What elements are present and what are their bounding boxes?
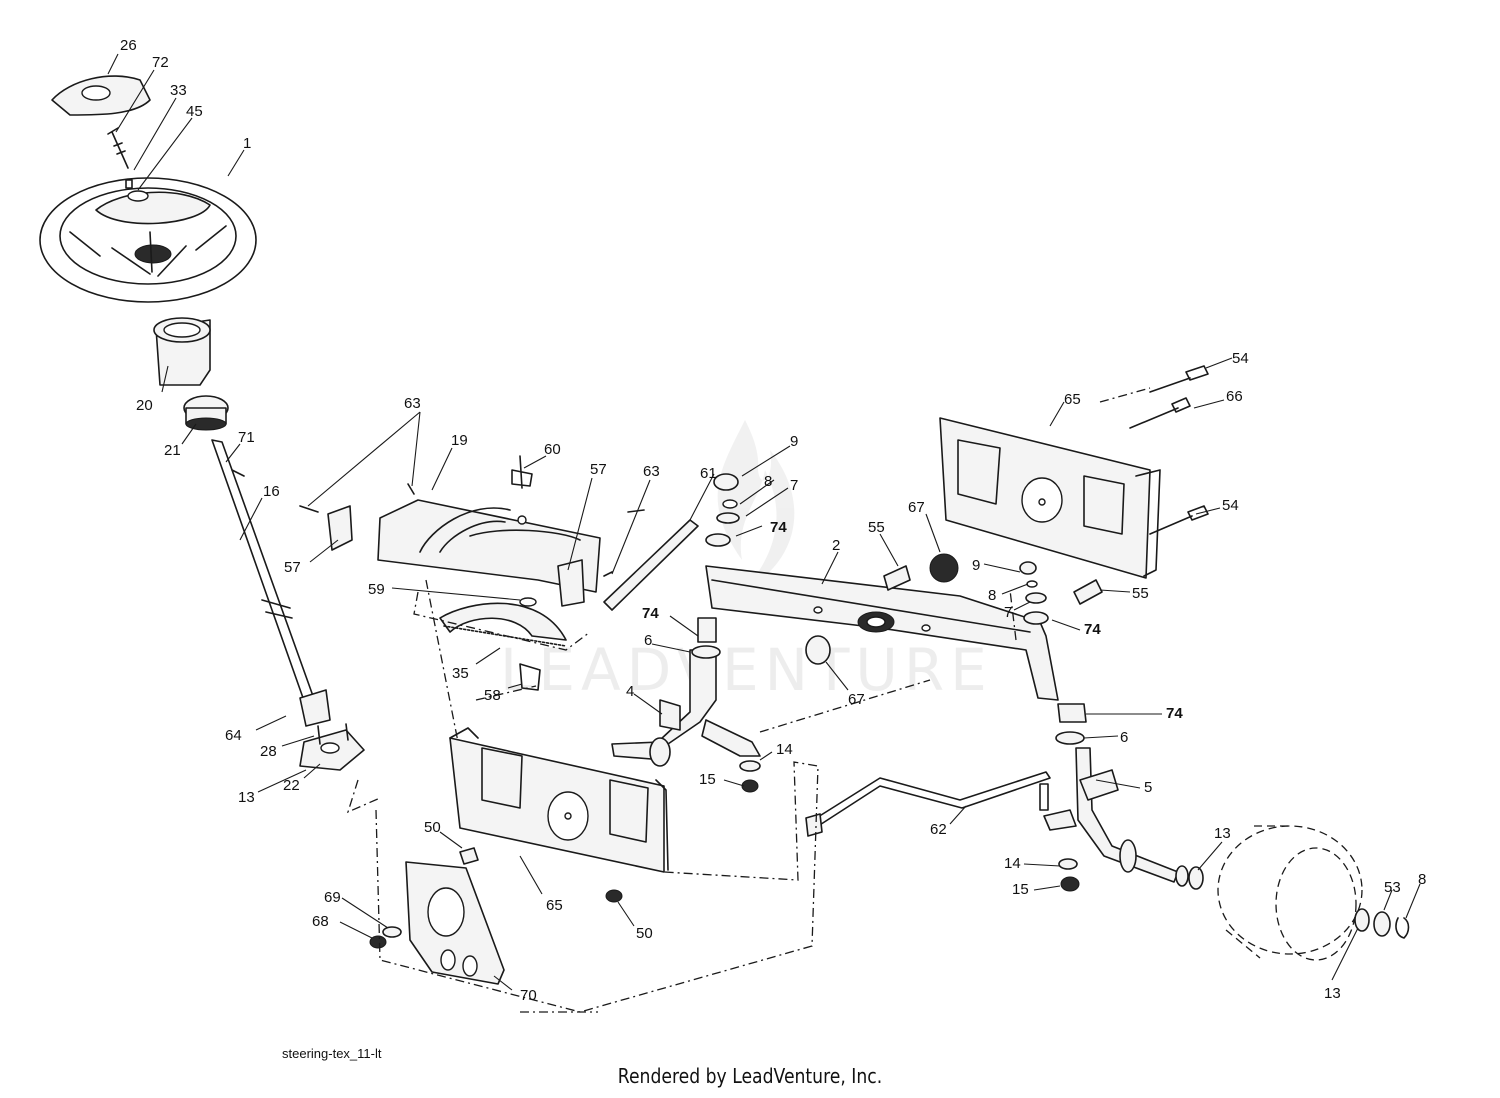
callout-label: 66 [1226,388,1243,405]
callout-label: 13 [1324,985,1341,1002]
callout-label: 14 [1004,855,1021,872]
callout-leaders [107,53,1421,991]
assembly-dash-box [375,387,1151,1013]
steering-column-boot [153,317,211,386]
callout-label: 57 [284,559,301,576]
callout-label: 26 [120,37,137,54]
callout-label: 59 [368,581,385,598]
steering-gear-bushing [183,395,229,431]
callout-label: 16 [263,483,280,500]
callout-label: 9 [790,433,798,450]
cap-screw [107,127,129,169]
callout-label: 45 [186,103,203,120]
bracket-bolts-rear [1129,365,1209,535]
spindle-left [611,649,761,767]
callout-label: 4 [626,683,634,700]
bracket-guard [405,861,505,985]
axle-support-bracket-rear [939,417,1161,579]
callout-label: 1 [243,135,251,152]
callout-label: 74 [1166,705,1183,722]
axle-pivot-pins [805,553,1103,665]
tie-rod [805,771,1051,837]
callout-label: 58 [484,687,501,704]
callout-label: 14 [776,741,793,758]
callout-label: 21 [164,442,181,459]
callout-label: 8 [1418,871,1426,888]
callout-label: 8 [988,587,996,604]
steering-wheel-cap [51,75,151,116]
callout-label: 19 [451,432,468,449]
callout-label: 69 [324,889,341,906]
callout-label: 6 [1120,729,1128,746]
callout-label: 8 [764,473,772,490]
callout-label: 74 [770,519,787,536]
callout-label: 63 [643,463,660,480]
callout-label: 65 [1064,391,1081,408]
callout-label: 2 [832,537,840,554]
spindle-left-washers [691,473,761,793]
callout-label: 54 [1222,497,1239,514]
callout-label: 22 [283,777,300,794]
callout-label: 64 [225,727,242,744]
spindle-right [1043,747,1204,892]
callout-labels: 26 72 33 45 1 20 21 71 16 64 28 13 22 63… [120,37,1426,1004]
watermark-text: LEADVENTURE [500,636,993,704]
callout-label: 7 [790,477,798,494]
callout-label: 53 [1384,879,1401,896]
callout-label: 35 [452,665,469,682]
wheel-retainers [1354,908,1410,939]
diagram-code-label: steering-tex_11-lt [282,1046,382,1061]
callout-label: 61 [700,465,717,482]
watermark: LEADVENTURE [500,420,993,704]
footer-credit: Rendered by LeadVenture, Inc. [617,1064,883,1088]
callout-label: 55 [1132,585,1149,602]
steering-wheel [39,177,257,303]
callout-label: 74 [642,605,659,622]
callout-label: 63 [404,395,421,412]
right-spindle-washers [1019,561,1087,745]
callout-label: 71 [238,429,255,446]
callout-label: 67 [908,499,925,516]
callout-label: 28 [260,743,277,760]
steering-shaft [211,439,331,727]
callout-label: 55 [868,519,885,536]
callout-label: 50 [636,925,653,942]
plate-fasteners [299,455,645,691]
plate-dash-outline [413,591,591,701]
callout-label: 15 [699,771,716,788]
callout-label: 5 [1144,779,1152,796]
front-wheel [1217,825,1363,961]
sector-gear [439,597,567,647]
callout-label: 74 [1084,621,1101,638]
callout-label: 13 [238,789,255,806]
bracket-nuts-front [369,847,623,949]
callout-label: 72 [152,54,169,71]
callout-label: 9 [972,557,980,574]
callout-label: 50 [424,819,441,836]
callout-label: 15 [1012,881,1029,898]
callout-label: 70 [520,987,537,1004]
callout-label: 65 [546,897,563,914]
axle-support-bracket-front [449,727,669,873]
callout-label: 7 [1004,604,1012,621]
callout-label: 60 [544,441,561,458]
callout-label: 20 [136,397,153,414]
column-dash-lines [346,579,461,814]
callout-label: 13 [1214,825,1231,842]
callout-label: 68 [312,913,329,930]
callout-label: 54 [1232,350,1249,367]
shaft-bearing-flange [299,723,365,771]
front-axle [705,565,1059,701]
steering-support-plate [327,499,601,607]
callout-label: 6 [644,632,652,649]
callout-label: 33 [170,82,187,99]
callout-label: 57 [590,461,607,478]
callout-label: 67 [848,691,865,708]
pivot-bar [603,519,699,611]
callout-label: 62 [930,821,947,838]
